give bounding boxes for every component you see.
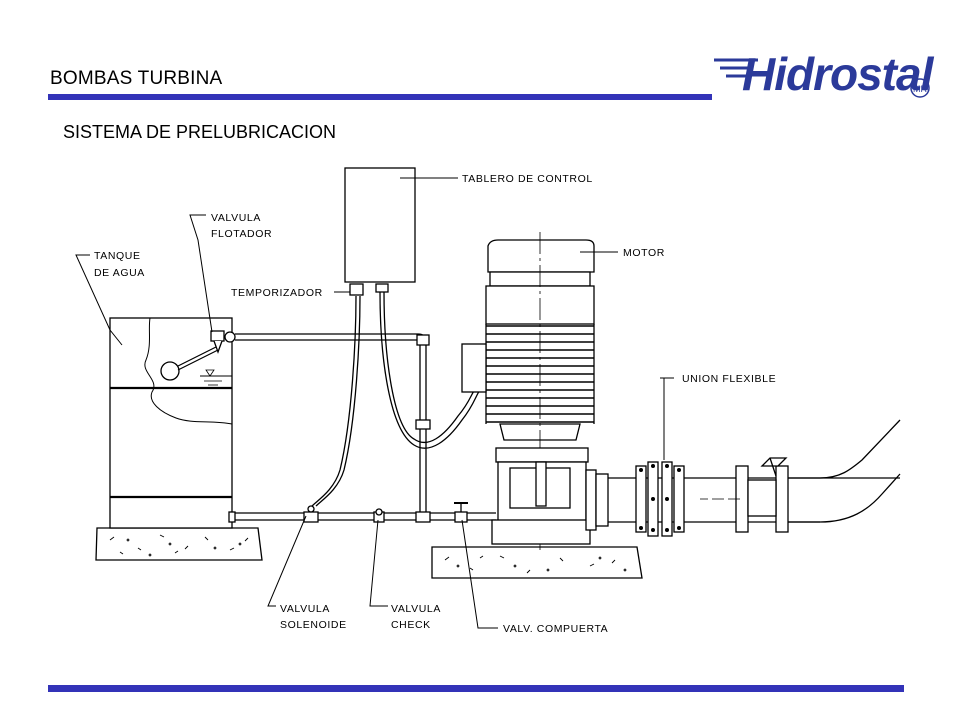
label-valv-compuerta: VALV. COMPUERTA bbox=[503, 623, 608, 635]
label-valvula-solenoide-line2: SOLENOIDE bbox=[280, 619, 347, 631]
label-valvula-check-line2: CHECK bbox=[391, 619, 431, 631]
label-valvula-flotador-line1: VALVULA bbox=[211, 212, 261, 224]
label-tanque-line2: DE AGUA bbox=[94, 267, 145, 279]
logo-speed-lines bbox=[714, 58, 758, 78]
logo-registered-circle bbox=[910, 78, 930, 98]
diagram-title: SISTEMA DE PRELUBRICACION bbox=[63, 122, 337, 142]
water-tank bbox=[109, 317, 233, 529]
piping bbox=[228, 333, 496, 523]
page-title: BOMBAS TURBINA bbox=[50, 68, 223, 89]
discharge-pipe bbox=[608, 419, 901, 537]
label-valvula-flotador-line2: FLOTADOR bbox=[211, 228, 272, 240]
leader-lines bbox=[75, 177, 674, 629]
footer-accent-bar bbox=[48, 685, 904, 692]
ground-slab-right bbox=[431, 546, 643, 579]
control-panel bbox=[311, 167, 481, 507]
logo-wordmark: Hidrostal bbox=[742, 48, 935, 100]
motor bbox=[461, 232, 595, 550]
label-temporizador: TEMPORIZADOR bbox=[231, 287, 323, 299]
label-union-flexible: UNION FLEXIBLE bbox=[682, 373, 776, 385]
header-accent-bar bbox=[48, 94, 712, 100]
ground-slab-left bbox=[95, 527, 263, 561]
discharge-head bbox=[491, 447, 609, 545]
label-valvula-solenoide-line1: VALVULA bbox=[280, 603, 330, 615]
label-motor: MOTOR bbox=[623, 247, 665, 259]
logo-registered-mark: MR bbox=[913, 84, 927, 94]
label-tablero-de-control: TABLERO DE CONTROL bbox=[462, 173, 593, 185]
label-tanque-line1: TANQUE bbox=[94, 250, 141, 262]
label-valvula-check-line1: VALVULA bbox=[391, 603, 441, 615]
hidrostal-logo: Hidrostal MR bbox=[714, 48, 936, 100]
float-valve bbox=[210, 330, 236, 354]
